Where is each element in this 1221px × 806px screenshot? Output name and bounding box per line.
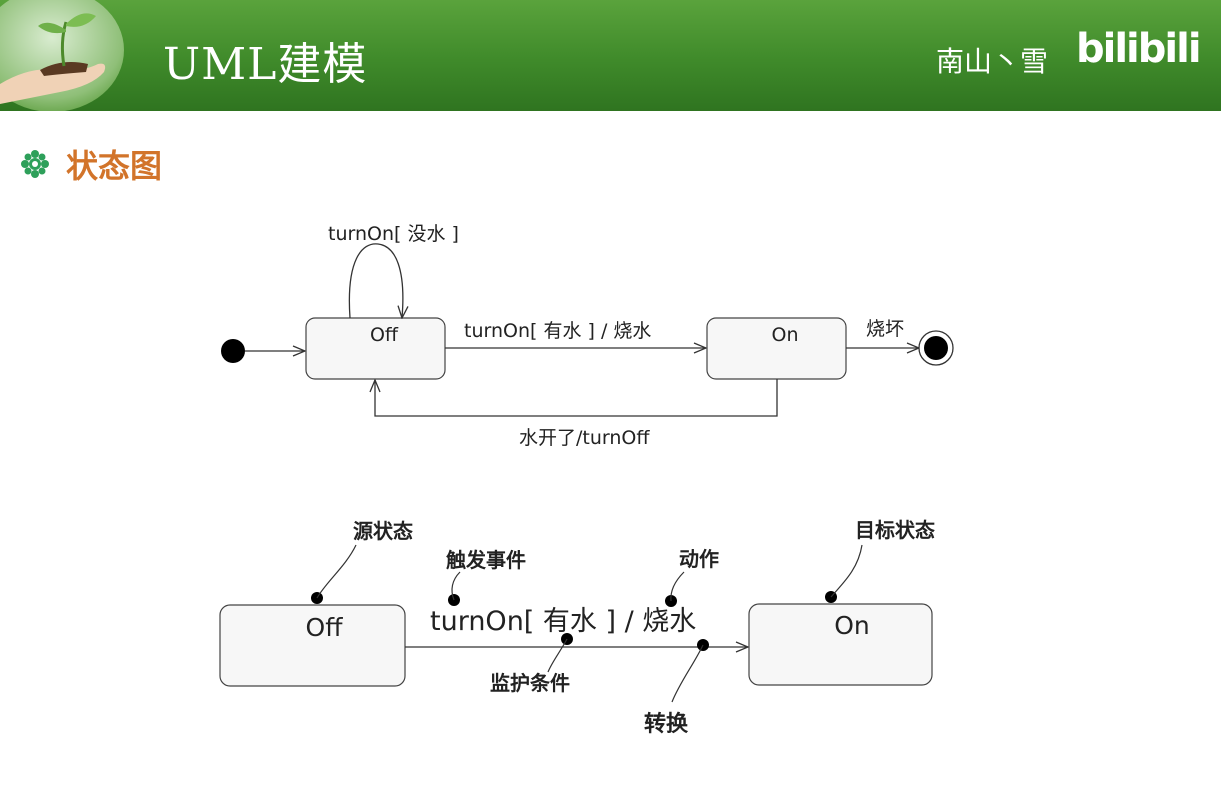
on-to-off-arrow — [375, 379, 778, 417]
final-state-dot — [924, 336, 948, 360]
slide-title: UML建模 — [163, 39, 368, 90]
source-leader-line — [316, 544, 357, 599]
action-annotation: 动作 — [679, 547, 719, 571]
author-name: 南山丶雪 — [936, 45, 1049, 78]
initial-state — [221, 339, 245, 363]
header-band: UML建模 南山丶雪 bilibili — [0, 0, 1221, 111]
source-state-label: Off — [306, 613, 344, 642]
bilibili-logo: bilibili — [1076, 26, 1202, 72]
transition-annotation: 转换 — [644, 711, 689, 737]
top-state-diagram: Off turnOn[ 没水 ] turnOn[ 有水 ] / 烧水 On 烧坏… — [221, 223, 954, 449]
bottom-annotated-diagram: Off On turnOn[ 有水 ] / 烧水 源状态 触发事件 动作 目标状… — [219, 518, 935, 737]
action-part: / 烧水 — [616, 606, 696, 637]
on-to-final-label: 烧坏 — [866, 318, 904, 340]
seedling-hand-photo-icon — [0, 0, 124, 111]
action-leader-line — [670, 571, 685, 602]
target-state-box — [748, 603, 933, 686]
guard-part: 有水 ] — [534, 606, 616, 637]
guard-annotation: 监护条件 — [490, 671, 570, 695]
trigger-annotation: 触发事件 — [446, 548, 526, 572]
source-state-box — [219, 604, 406, 687]
source-annotation: 源状态 — [353, 519, 413, 543]
trigger-leader-line — [451, 571, 461, 601]
target-leader-line — [830, 544, 863, 598]
flower-bullet-icon — [21, 150, 49, 178]
self-loop-arrow — [348, 243, 402, 318]
state-off-label: Off — [370, 324, 399, 346]
section-heading: 状态图 — [20, 144, 163, 185]
on-to-off-label: 水开了/turnOff — [519, 427, 650, 449]
state-on-label: On — [772, 324, 799, 346]
target-annotation: 目标状态 — [855, 518, 935, 542]
section-title: 状态图 — [66, 147, 163, 185]
transition-leader-line — [671, 644, 704, 703]
self-loop-label: turnOn[ 没水 ] — [328, 223, 459, 245]
guard-leader-line — [547, 638, 568, 673]
target-state-label: On — [834, 611, 870, 640]
event-part: turnOn[ — [430, 606, 534, 637]
off-to-on-label: turnOn[ 有水 ] / 烧水 — [464, 320, 651, 342]
transition-label: turnOn[ 有水 ] / 烧水 — [430, 606, 696, 637]
